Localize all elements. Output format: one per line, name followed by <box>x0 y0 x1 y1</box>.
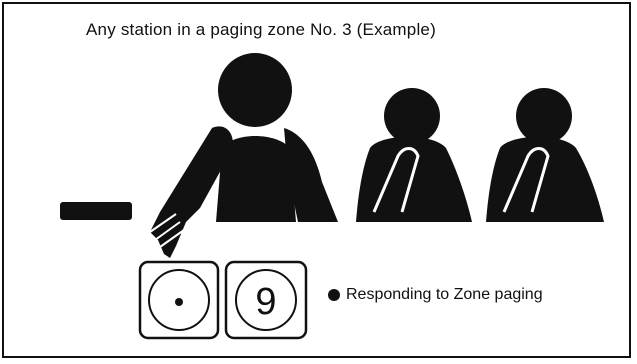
legend-label: Responding to Zone paging <box>346 286 543 304</box>
person-1-head <box>218 53 292 127</box>
digit-9-key-icon[interactable]: 9 <box>226 262 306 338</box>
handset-bar-icon <box>60 202 132 220</box>
filled-circle-icon <box>328 289 340 301</box>
key-digit-label: 9 <box>255 281 276 323</box>
person-2-head <box>384 88 440 144</box>
legend: Responding to Zone paging <box>328 286 543 304</box>
person-3-head <box>516 88 572 144</box>
dot-key-icon[interactable] <box>140 262 218 338</box>
